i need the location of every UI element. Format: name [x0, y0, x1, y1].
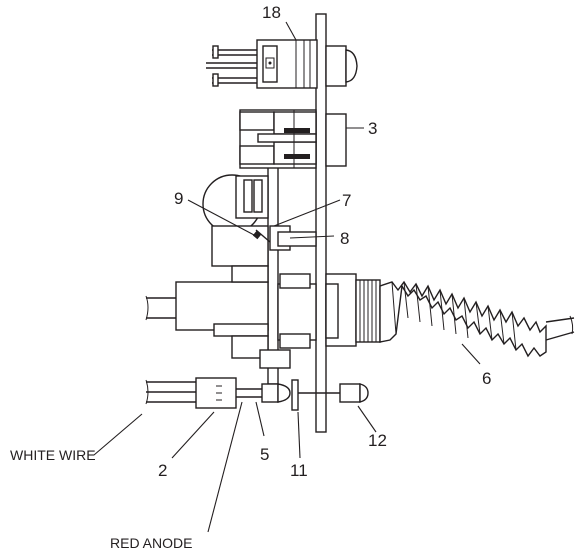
- callout-2: 2: [158, 461, 167, 480]
- leader-lines: [88, 21, 481, 533]
- callout-3: 3: [368, 119, 377, 138]
- callout-8: 8: [340, 229, 349, 248]
- red-anode-label: RED ANODE: [110, 535, 192, 551]
- white-wire-label: WHITE WIRE: [10, 447, 96, 463]
- callout-18: 18: [262, 3, 281, 22]
- callout-9: 9: [174, 189, 183, 208]
- callout-12: 12: [368, 431, 387, 450]
- switch-18: [206, 39, 358, 89]
- callout-11: 11: [290, 461, 308, 480]
- callout-6: 6: [482, 369, 491, 388]
- component-detail: [202, 174, 317, 267]
- cable-gland: [145, 265, 575, 369]
- mounting-panel: [315, 13, 327, 433]
- led-assembly: [145, 377, 369, 411]
- connector-3: [239, 109, 347, 169]
- callout-7: 7: [342, 191, 351, 210]
- wire-labels: WHITE WIRE RED ANODE: [10, 447, 192, 551]
- callouts: 18 3 9 7 8 6 2 5 11 12: [158, 3, 491, 480]
- callout-5: 5: [260, 445, 269, 464]
